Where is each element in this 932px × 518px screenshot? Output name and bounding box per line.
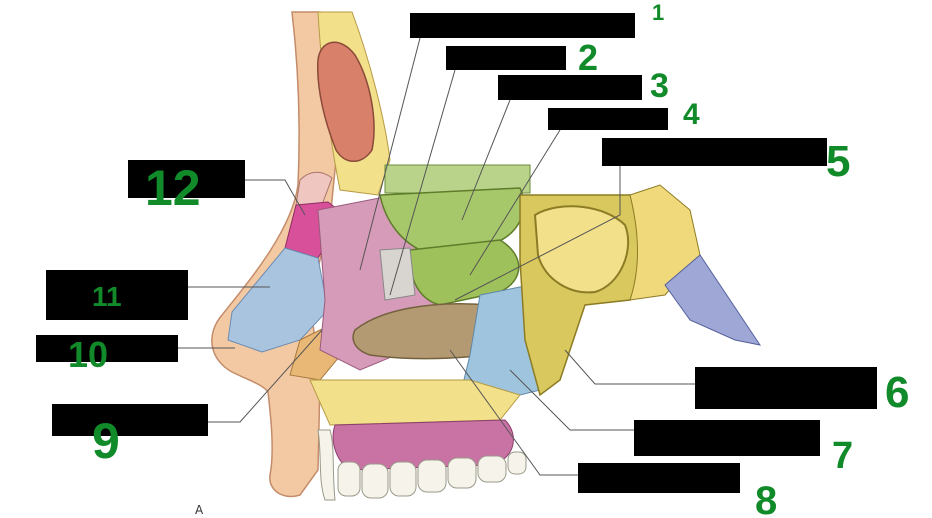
annotation-10: 10 — [68, 334, 108, 375]
clivus — [664, 254, 762, 346]
label-box-6 — [695, 367, 877, 409]
frontal-sinus — [316, 41, 375, 162]
annotation-3: 3 — [650, 67, 669, 105]
label-box-7 — [634, 420, 820, 456]
lacrimal-plate — [379, 247, 416, 301]
label-box-9 — [52, 404, 208, 436]
label-box-8 — [578, 463, 740, 493]
label-box-11 — [46, 270, 188, 320]
annotation-8: 8 — [755, 479, 777, 518]
label-box-4 — [548, 108, 668, 130]
annotation-2: 2 — [578, 37, 598, 78]
annotation-5: 5 — [826, 137, 850, 186]
label-box-10 — [36, 335, 178, 362]
annotation-4: 4 — [683, 98, 700, 131]
annotation-9: 9 — [92, 413, 120, 469]
label-box-3 — [498, 75, 642, 100]
leader-lines — [178, 37, 695, 476]
teeth-row — [317, 429, 527, 501]
annotation-7: 7 — [832, 435, 853, 477]
annotation-11: 11 — [92, 281, 122, 312]
septal-cartilage — [227, 247, 329, 353]
annotation-12: 12 — [145, 160, 201, 216]
label-box-1 — [410, 13, 635, 38]
label-box-5 — [602, 138, 827, 166]
hard-palate — [309, 379, 521, 426]
annotation-6: 6 — [885, 368, 909, 417]
sphenoid-sinus — [533, 205, 630, 294]
annotation-1: 1 — [652, 0, 664, 25]
panel-letter: A — [195, 503, 204, 517]
label-box-2 — [446, 46, 566, 70]
label-box-12 — [128, 160, 245, 198]
